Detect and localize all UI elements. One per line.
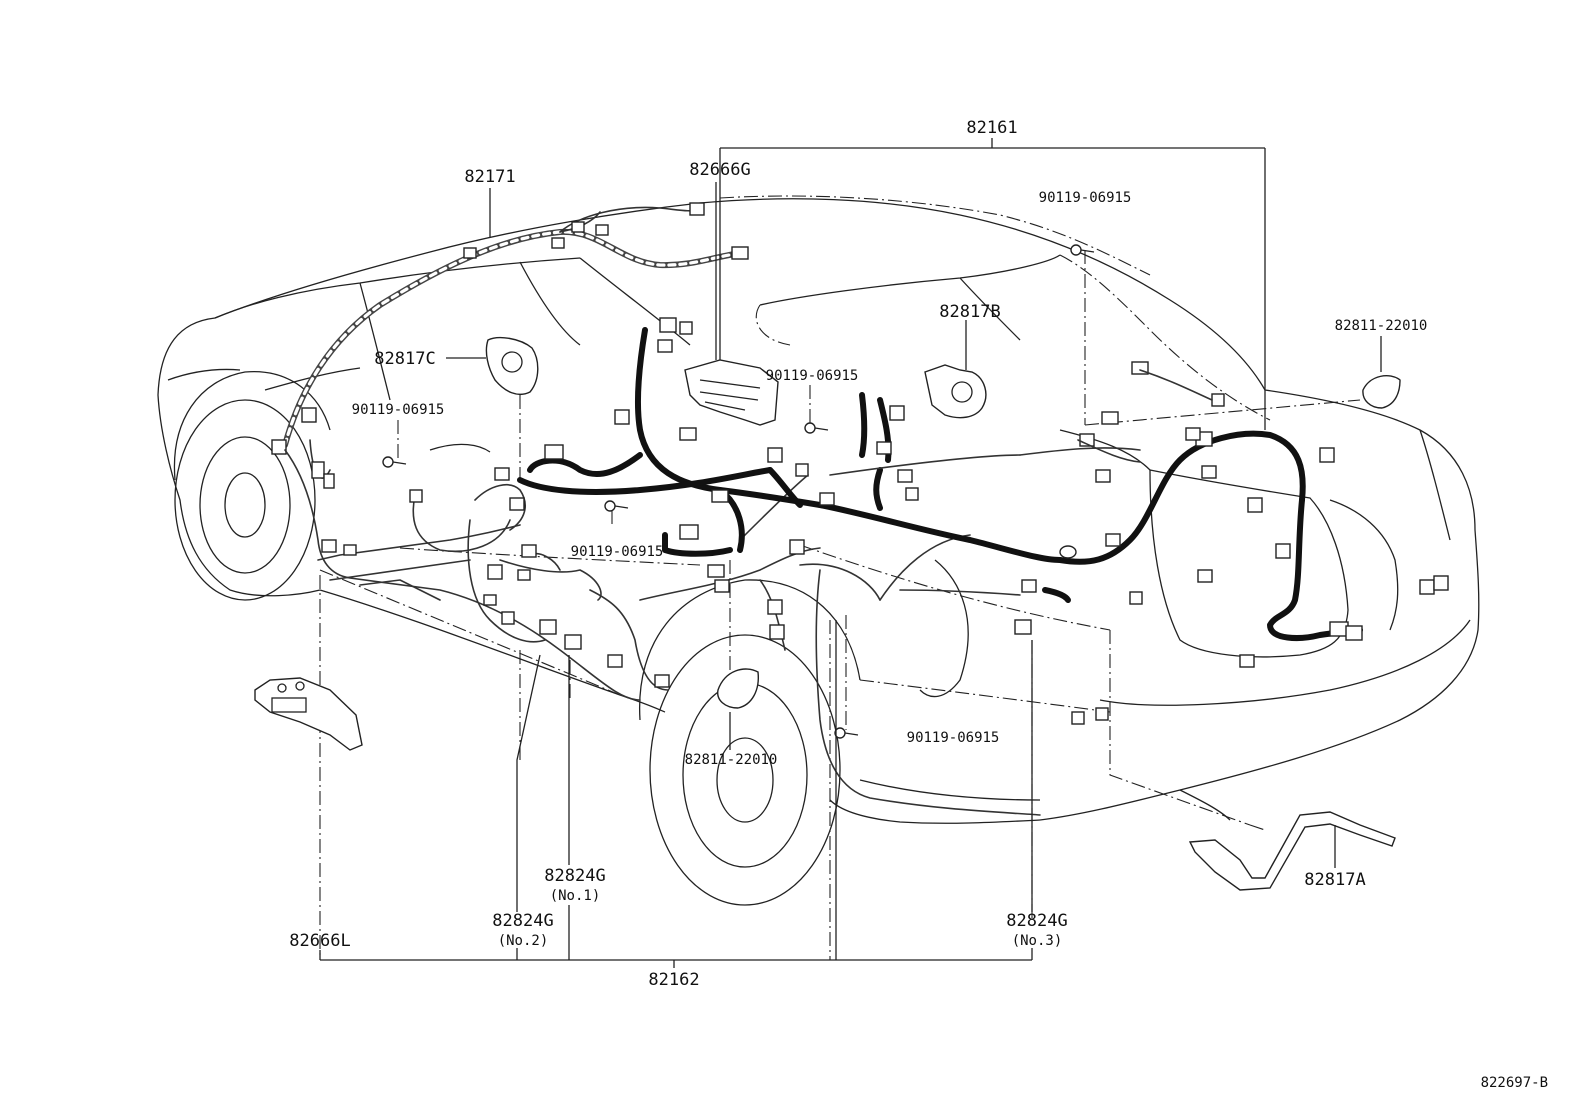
label-82817B[interactable]: 82817B: [939, 302, 1000, 322]
bolt-center-part[interactable]: [804, 422, 829, 434]
label-82666G[interactable]: 82666G: [689, 160, 750, 180]
label-bolt-center[interactable]: 90119-06915: [766, 368, 859, 384]
diagram-code: 822697-B: [1481, 1075, 1548, 1091]
phantom-lines: [319, 195, 1361, 960]
bolt-left-part[interactable]: [382, 456, 407, 468]
label-bolt-lower-right[interactable]: 90119-06915: [907, 730, 1000, 746]
label-82817C[interactable]: 82817C: [374, 349, 435, 369]
roof-harness-82171[interactable]: [271, 202, 749, 455]
label-82171[interactable]: 82171: [464, 167, 515, 187]
bracket-82817B-part[interactable]: [924, 364, 987, 419]
label-82162[interactable]: 82162: [648, 970, 699, 990]
grommet-right-part[interactable]: [1362, 374, 1401, 409]
label-82824G-no3-sub: (No.3): [1012, 933, 1063, 949]
label-82824G-no3[interactable]: 82824G: [1006, 911, 1067, 931]
bracket-82817C-part[interactable]: [485, 336, 539, 396]
bolt-top-right-part[interactable]: [1070, 244, 1095, 256]
label-82824G-no1-sub: (No.1): [550, 888, 601, 904]
label-82161[interactable]: 82161: [966, 118, 1017, 138]
bracket-82817A-part[interactable]: [1188, 811, 1396, 891]
car-body-outline: [157, 198, 1480, 906]
cover-82666L-part[interactable]: [254, 677, 363, 751]
label-82824G-no1[interactable]: 82824G: [544, 866, 605, 886]
label-82666L[interactable]: 82666L: [289, 931, 350, 951]
part-labels: 82161 82171 82666G 90119-06915 82817B 82…: [289, 118, 1548, 1091]
label-bolt-floor[interactable]: 90119-06915: [571, 544, 664, 560]
label-82817A[interactable]: 82817A: [1304, 870, 1365, 890]
label-bolt-left[interactable]: 90119-06915: [352, 402, 445, 418]
cover-82666G-part[interactable]: [684, 359, 779, 426]
leader-lines: [319, 138, 1382, 968]
label-82824G-no2-sub: (No.2): [498, 933, 549, 949]
grommet-center-part[interactable]: [717, 668, 759, 709]
bolt-floor-part[interactable]: [604, 500, 629, 512]
label-bolt-top-right[interactable]: 90119-06915: [1039, 190, 1132, 206]
label-grommet-right[interactable]: 82811-22010: [1335, 318, 1428, 334]
floor-harness-82162[interactable]: [284, 439, 1143, 816]
label-82824G-no2[interactable]: 82824G: [492, 911, 553, 931]
main-harness-82161[interactable]: [517, 317, 1449, 668]
label-grommet-center[interactable]: 82811-22010: [685, 752, 778, 768]
bolt-lower-right-part[interactable]: [834, 727, 859, 739]
